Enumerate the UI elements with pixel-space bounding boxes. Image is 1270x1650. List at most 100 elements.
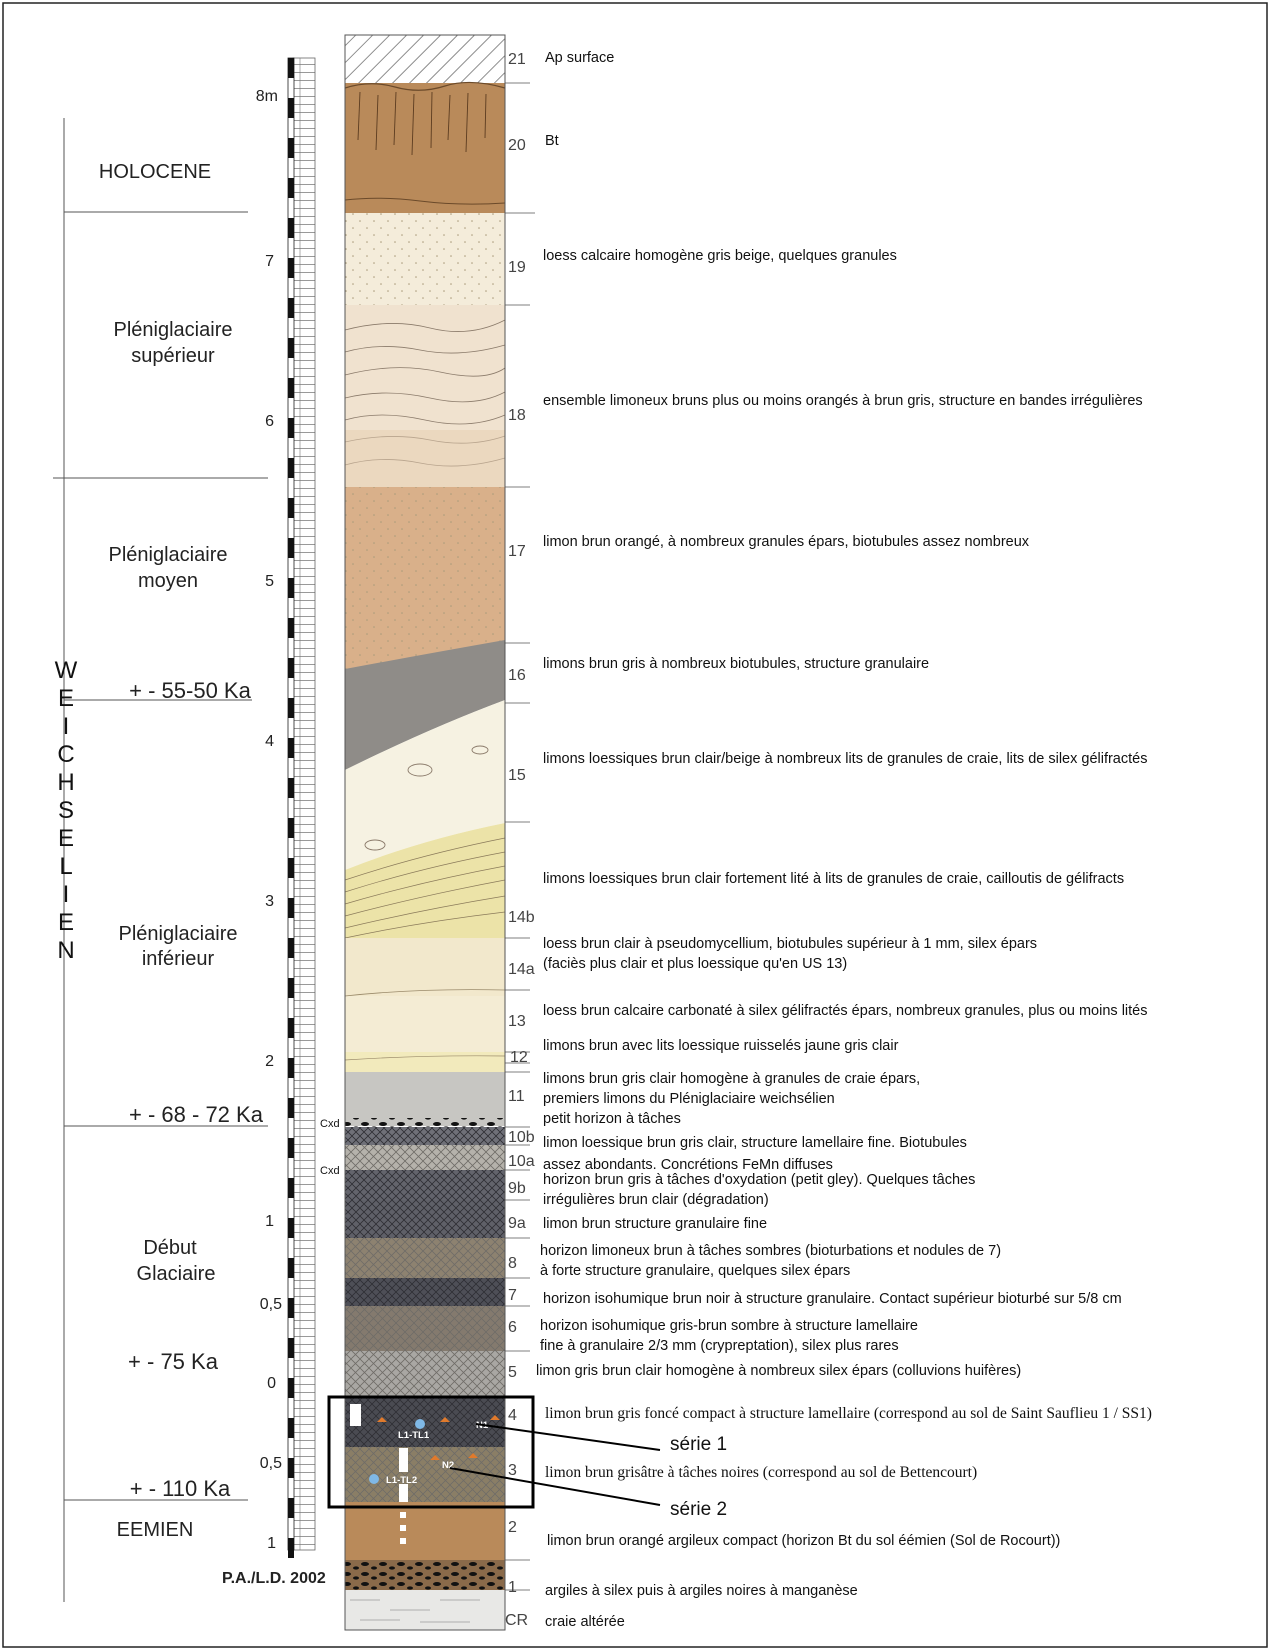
layer-number-ticks: [505, 82, 535, 1591]
desc-12: limons brun avec lits loessique ruisselé…: [543, 1038, 899, 1054]
scale-label: 0,5: [260, 1296, 282, 1313]
sample-marker: [399, 1484, 408, 1502]
desc-10b: limon loessique brun gris clair, structu…: [543, 1135, 967, 1151]
ruler-block: [288, 138, 294, 158]
ruler-block: [288, 1498, 294, 1518]
period-debut-1: Début: [143, 1237, 197, 1259]
ruler-block: [288, 258, 294, 278]
ruler-block: [288, 978, 294, 998]
desc-6-1: horizon isohumique gris-brun sombre à st…: [540, 1318, 918, 1334]
layer-number: 6: [508, 1319, 517, 1336]
dating-point: [415, 1419, 425, 1429]
ruler-block: [288, 498, 294, 518]
sample-marker: [399, 1448, 408, 1472]
desc-11b: premiers limons du Pléniglaciaire weichs…: [543, 1091, 835, 1107]
stage-letter: H: [57, 769, 74, 796]
desc-6-2: fine à granulaire 2/3 mm (crypreptation)…: [540, 1338, 899, 1354]
layer-12: [345, 1052, 505, 1072]
layer-number: CR: [505, 1612, 528, 1629]
scale-label: 3: [265, 893, 274, 910]
stage-letter: S: [58, 797, 74, 824]
layer-number: 9a: [508, 1215, 526, 1232]
scale-label: 8m: [256, 88, 278, 105]
desc-17: limon brun orangé, à nombreux granules é…: [543, 534, 1030, 550]
layer-number: 12: [510, 1049, 528, 1066]
desc-cr: craie altérée: [545, 1614, 625, 1630]
desc-8-1: horizon limoneux brun à tâches sombres (…: [540, 1243, 1001, 1259]
ruler-block: [288, 1458, 294, 1478]
ruler-block: [288, 1058, 294, 1078]
layer-number: 10a: [508, 1153, 535, 1170]
desc-14a: (faciès plus clair et plus loessique qu'…: [543, 956, 847, 972]
series-1-pointer: [475, 1423, 661, 1451]
desc-9b-2: irrégulières brun clair (dégradation): [543, 1192, 769, 1208]
ruler-block: [288, 538, 294, 558]
ruler-block: [288, 858, 294, 878]
layer-number: 14b: [508, 909, 535, 926]
ruler-block: [288, 698, 294, 718]
ruler-block: [288, 898, 294, 918]
layer-number: 18: [508, 407, 526, 424]
layer-number: 11: [508, 1088, 525, 1105]
desc-15: limons loessiques brun clair/beige à nom…: [543, 751, 1147, 767]
desc-10a: assez abondants. Concrétions FeMn diffus…: [543, 1157, 833, 1173]
credit-label: P.A./L.D. 2002: [222, 1570, 326, 1587]
stage-letter: N: [57, 937, 74, 964]
desc-9a: limon brun structure granulaire fine: [543, 1216, 767, 1232]
ruler-block: [288, 338, 294, 358]
age-75: + - 75 Ka: [128, 1349, 219, 1374]
layer-number: 13: [508, 1013, 526, 1030]
ruler-block: [288, 1338, 294, 1358]
age-55-50: + - 55-50 Ka: [129, 678, 251, 703]
layer-number: 16: [508, 667, 526, 684]
period-plenimoy-2: moyen: [138, 570, 198, 592]
layer-2: [345, 1502, 505, 1560]
layer-21: [345, 35, 505, 83]
desc-11c: petit horizon à tâches: [543, 1111, 681, 1127]
period-eemien: EEMIEN: [117, 1519, 194, 1541]
desc-4: limon brun gris foncé compact à structur…: [545, 1405, 1152, 1422]
desc-5: limon gris brun clair homogène à nombreu…: [536, 1363, 1021, 1379]
desc-14c: limons loessiques brun clair fortement l…: [543, 871, 1124, 887]
stage-letter: I: [63, 881, 70, 908]
cxd-label: Cxd: [320, 1118, 340, 1130]
ruler-block: [288, 1098, 294, 1118]
desc-11a: limons brun gris clair homogène à granul…: [543, 1071, 920, 1087]
ruler-block: [288, 1258, 294, 1278]
section-label-l1tl1: L1-TL1: [398, 1430, 430, 1441]
desc-20: Bt: [545, 133, 559, 149]
layer-number: 8: [508, 1255, 517, 1272]
desc-19: loess calcaire homogène gris beige, quel…: [543, 248, 897, 264]
layer-number: 7: [508, 1287, 517, 1304]
period-dividers: [53, 118, 268, 1602]
ruler-block: [288, 938, 294, 958]
ruler-block: [288, 1218, 294, 1238]
period-holocene: HOLOCENE: [99, 161, 211, 183]
ruler-block: [288, 578, 294, 598]
layer-number: 2: [508, 1519, 517, 1536]
series-1-label: série 1: [670, 1434, 727, 1455]
age-110: + - 110 Ka: [130, 1476, 231, 1501]
layer-15: [345, 700, 505, 870]
layer-number: 21: [508, 51, 526, 68]
sample-marker: [400, 1512, 406, 1518]
layer-number: 15: [508, 767, 526, 784]
desc-18: ensemble limoneux bruns plus ou moins or…: [543, 393, 1143, 409]
stage-letter: E: [58, 685, 74, 712]
layer-number: 1: [508, 1579, 517, 1596]
layer-number: 17: [508, 543, 526, 560]
scale-label: 0,5: [260, 1455, 282, 1472]
layer-number: 5: [508, 1364, 517, 1381]
scale-label: 0: [267, 1375, 276, 1392]
desc-2: limon brun orangé argileux compact (hori…: [547, 1533, 1060, 1549]
ruler-block: [288, 1138, 294, 1158]
layer-descriptions: Ap surface Bt loess calcaire homogène gr…: [536, 50, 1152, 1630]
series-2-label: série 2: [670, 1499, 727, 1520]
ruler-block: [288, 298, 294, 318]
layer-16: [345, 640, 505, 770]
stage-letter: C: [57, 741, 74, 768]
stage-letter: I: [63, 713, 70, 740]
stage-letter: E: [58, 825, 74, 852]
desc-9b-1: horizon brun gris à tâches d'oxydation (…: [543, 1172, 975, 1188]
